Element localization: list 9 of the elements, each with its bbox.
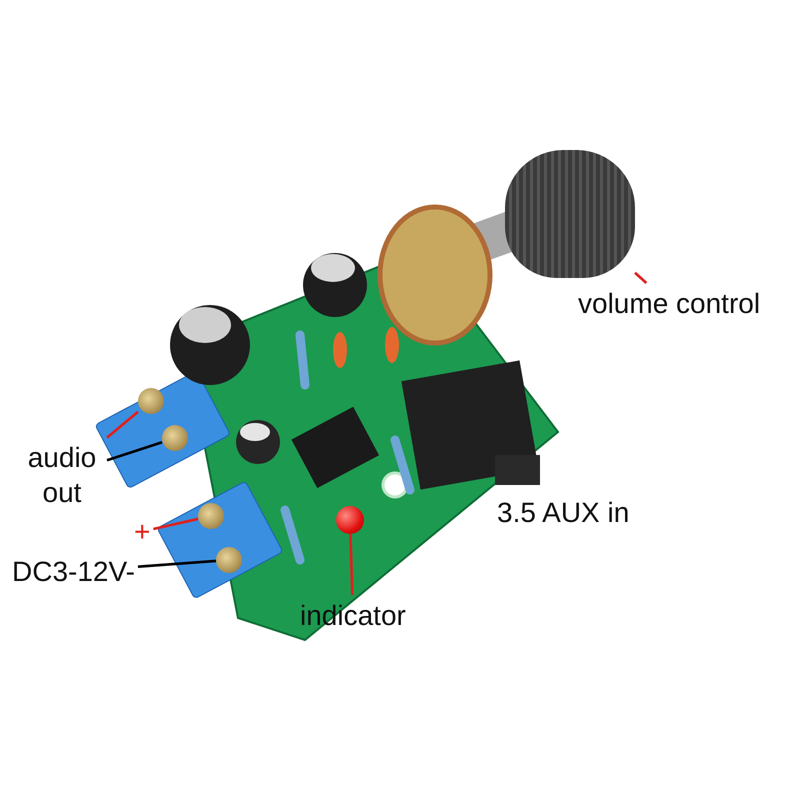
leader-line: [138, 560, 216, 568]
callout-text: DC3-12V-: [12, 554, 135, 589]
callout-text: volume control: [578, 286, 760, 321]
callout-text: 3.5 AUX in: [497, 497, 630, 529]
callout-text: audio out: [20, 440, 104, 510]
plus-sign: +: [134, 514, 150, 549]
leader-line: [349, 534, 354, 596]
leader-line: [106, 410, 139, 439]
leader-line: [634, 272, 648, 284]
